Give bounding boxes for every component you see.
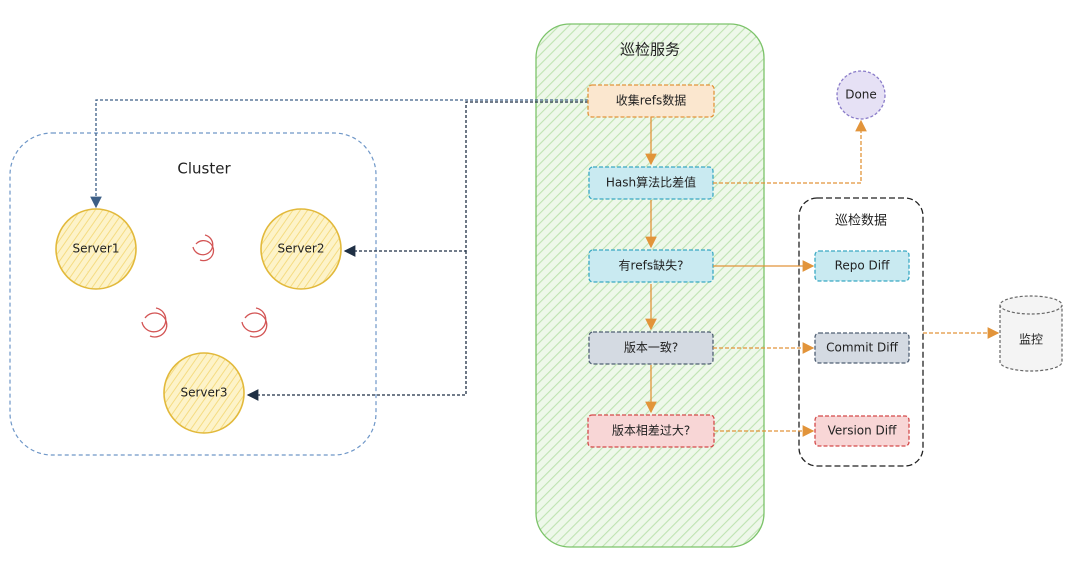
patrol-item-label: Version Diff bbox=[828, 424, 898, 438]
server-label: Server2 bbox=[278, 242, 325, 256]
collect-connectors bbox=[90, 99, 588, 401]
step-label: 收集refs数据 bbox=[616, 93, 687, 108]
patrol-item-repo-diff[interactable]: Repo Diff bbox=[814, 250, 910, 282]
server-circle bbox=[260, 208, 342, 290]
server-label: Server3 bbox=[181, 386, 228, 400]
patrol-item-label: Commit Diff bbox=[826, 341, 899, 355]
server-circle bbox=[55, 208, 137, 290]
step-label: 版本相差过大? bbox=[612, 424, 690, 438]
monitor-node[interactable]: 监控 bbox=[999, 295, 1063, 372]
done-label: Done bbox=[845, 88, 877, 102]
monitor-label: 监控 bbox=[1019, 333, 1043, 347]
step-version-consistent[interactable]: 版本一致? bbox=[588, 331, 714, 365]
patrol-item-box bbox=[814, 332, 910, 364]
step-label: 有refs缺失? bbox=[619, 258, 684, 273]
server-node[interactable]: Server1 bbox=[55, 208, 137, 290]
done-node[interactable]: Done bbox=[836, 70, 886, 120]
server-node[interactable]: Server3 bbox=[163, 352, 245, 434]
step-collect-refs[interactable]: 收集refs数据 bbox=[587, 84, 715, 118]
step-version-gap[interactable]: 版本相差过大? bbox=[587, 414, 715, 448]
connector-to-server2 bbox=[343, 101, 588, 257]
server-label: Server1 bbox=[73, 242, 120, 256]
connector-hash-to-done bbox=[713, 119, 867, 184]
patrol-item-commit-diff[interactable]: Commit Diff bbox=[814, 332, 910, 364]
cluster-title: Cluster bbox=[177, 160, 231, 178]
server-circle bbox=[163, 352, 245, 434]
patrol-item-box bbox=[814, 415, 910, 447]
patrol-item-box bbox=[814, 250, 910, 282]
done-circle bbox=[836, 70, 886, 120]
sync-cycle-icon bbox=[141, 307, 168, 338]
result-connectors bbox=[713, 260, 815, 437]
patrol-item-label: Repo Diff bbox=[835, 259, 891, 273]
step-box bbox=[587, 414, 715, 448]
patrol-data-title: 巡检数据 bbox=[835, 214, 887, 229]
step-label: Hash算法比差值 bbox=[606, 175, 696, 190]
step-box bbox=[587, 84, 715, 118]
step-refs-missing[interactable]: 有refs缺失? bbox=[588, 249, 714, 283]
sync-cycle-icon bbox=[241, 307, 268, 338]
step-hash-compare[interactable]: Hash算法比差值 bbox=[588, 166, 714, 200]
server-node[interactable]: Server2 bbox=[260, 208, 342, 290]
step-label: 版本一致? bbox=[624, 341, 678, 355]
connector-to-server1 bbox=[90, 99, 588, 209]
patrol-data-group: 巡检数据 Repo Diff Commit Diff Version Diff bbox=[798, 197, 924, 467]
patrol-item-version-diff[interactable]: Version Diff bbox=[814, 415, 910, 447]
sync-cycle-icon bbox=[192, 234, 215, 262]
connector-to-server3 bbox=[246, 251, 467, 401]
database-icon bbox=[999, 295, 1063, 372]
cluster-group: Cluster Server1 Server2 Server3 bbox=[9, 132, 377, 456]
cluster-box bbox=[9, 132, 377, 456]
patrol-service-title: 巡检服务 bbox=[620, 41, 680, 59]
patrol-data-box bbox=[798, 197, 924, 467]
